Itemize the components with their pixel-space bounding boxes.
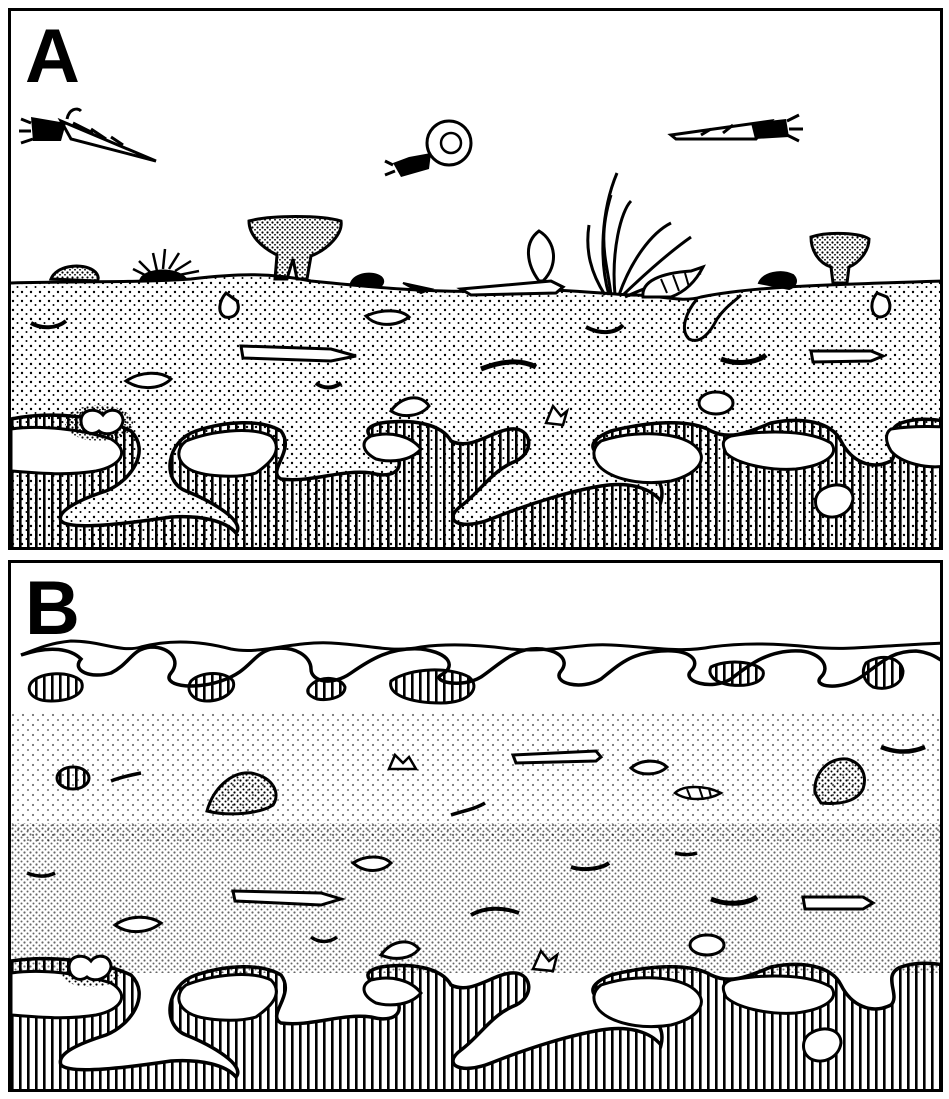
- sponge-icon: [249, 217, 341, 280]
- burrow-icon: [81, 410, 123, 434]
- cavity-4: [594, 434, 701, 483]
- burrow-icon: [69, 956, 111, 980]
- bioclast-icon: [699, 392, 733, 414]
- panel-a-illustration: [11, 11, 943, 550]
- bioclast-icon: [803, 897, 873, 909]
- cavity-4: [594, 978, 701, 1027]
- bioclast-icon: [675, 853, 697, 855]
- bioclast-icon: [461, 281, 563, 295]
- bioclast-icon: [811, 351, 883, 362]
- brachiopod-icon: [51, 266, 98, 281]
- upper-hardground: [21, 647, 943, 686]
- sponge-icon: [811, 233, 869, 283]
- panel-a: A: [8, 8, 943, 550]
- panel-label: A: [25, 19, 78, 95]
- pebble: [816, 485, 854, 517]
- sea-urchin-icon: [133, 249, 199, 279]
- orthocone-nautiloid-icon: [671, 115, 803, 141]
- gastropod-icon: [675, 787, 721, 799]
- bivalve-icon: [872, 293, 890, 317]
- cavity-1: [179, 975, 277, 1021]
- bioclast-icon: [366, 311, 409, 325]
- bioclast-icon: [631, 761, 667, 774]
- cavity-1: [179, 431, 277, 477]
- brachiopod-icon: [759, 272, 796, 289]
- bioclast-icon: [233, 891, 341, 905]
- coiled-nautiloid-icon: [385, 121, 471, 177]
- hardground-fragments: [29, 657, 903, 703]
- bryozoan-icon: [528, 231, 553, 281]
- bioclast-icon: [690, 935, 724, 955]
- panel-label: B: [25, 571, 78, 647]
- bioclast-icon: [353, 857, 391, 871]
- gastropod-icon: [643, 267, 703, 297]
- orthocone-nautiloid-icon: [19, 109, 156, 161]
- panel-b: B: [8, 560, 943, 1092]
- panel-b-illustration: [11, 563, 943, 1092]
- bioclast-icon: [57, 767, 89, 789]
- pebble: [804, 1029, 842, 1061]
